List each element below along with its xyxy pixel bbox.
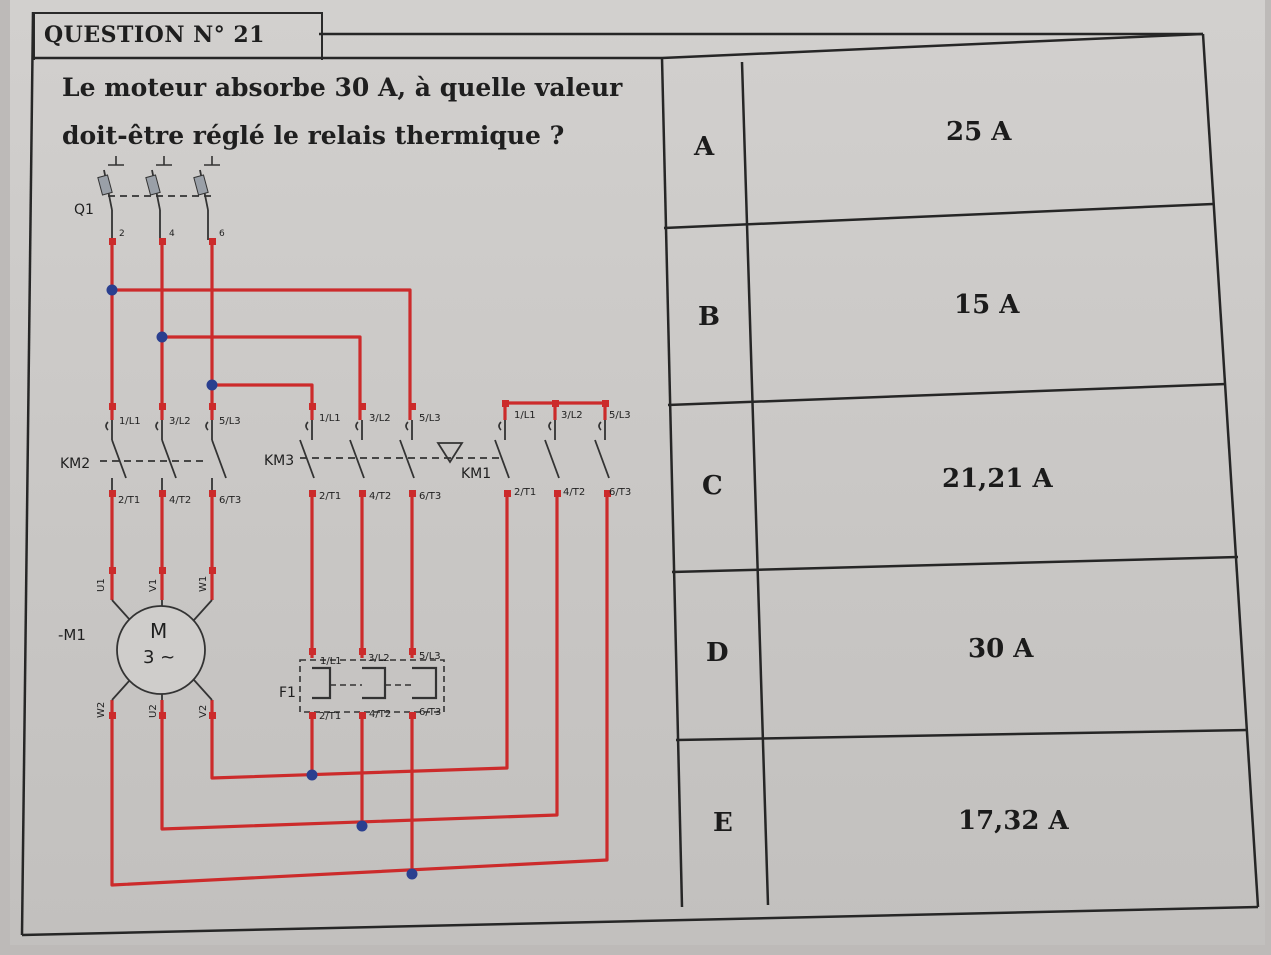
motor-phase-label: 3 ~ <box>143 647 175 668</box>
terminal-label: 5/L3 <box>419 651 441 662</box>
terminal-label: 5/L3 <box>419 413 441 424</box>
answer-letter-a: A <box>694 132 715 162</box>
motor-winding-label: U2 <box>148 704 159 718</box>
terminal-label: 2/T1 <box>319 491 341 502</box>
answer-value-a[interactable]: 25 A <box>946 117 1012 147</box>
answer-value-c[interactable]: 21,21 A <box>942 464 1053 494</box>
f1-label: F1 <box>279 685 296 701</box>
m1-label: -M1 <box>58 626 86 644</box>
terminal-label: 3/L2 <box>368 653 390 664</box>
terminal-label: 2/T1 <box>514 487 536 498</box>
answer-value-e[interactable]: 17,32 A <box>958 806 1069 836</box>
terminal-label: 3/L2 <box>169 416 191 427</box>
question-number: QUESTION N° 21 <box>44 22 265 48</box>
answer-letter-b: B <box>698 302 720 332</box>
terminal-label: 6/T3 <box>419 707 441 718</box>
question-header-box <box>33 12 323 60</box>
paper-sheet <box>10 0 1265 945</box>
terminal-label: 4/T2 <box>169 495 191 506</box>
motor-winding-label: W1 <box>198 576 209 592</box>
terminal-label: 4/T2 <box>369 709 391 720</box>
terminal-label: 1/L1 <box>514 410 536 421</box>
terminal-label: 4/T2 <box>369 491 391 502</box>
answer-letter-d: D <box>706 638 729 668</box>
answer-letter-c: C <box>702 471 723 501</box>
motor-winding-label: V1 <box>148 579 159 592</box>
km1-label: KM1 <box>461 466 491 482</box>
terminal-label: 1/L1 <box>319 413 341 424</box>
answer-table <box>20 11 1260 937</box>
terminal-label: 4/T2 <box>563 487 585 498</box>
terminal-label: 6/T3 <box>219 495 241 506</box>
terminal-label: 5/L3 <box>609 410 631 421</box>
terminal-label: 5/L3 <box>219 416 241 427</box>
terminal-label: 6/T3 <box>419 491 441 502</box>
terminal-label: 2/T1 <box>118 495 140 506</box>
q1-label: Q1 <box>74 202 94 218</box>
motor-winding-label: W2 <box>96 702 107 718</box>
circuit-diagram: Q1 2 4 6 1/L1 3/L2 5/L3 1/L1 3/L2 5/L3 1… <box>58 156 631 887</box>
terminal-label: 2/T1 <box>319 711 341 722</box>
q1-terminal: 4 <box>169 229 175 239</box>
answer-value-b[interactable]: 15 A <box>954 290 1020 320</box>
question-text: Le moteur absorbe 30 A, à quelle valeur … <box>62 73 623 150</box>
motor-winding-label: V2 <box>198 705 209 718</box>
terminal-label: 3/L2 <box>561 410 583 421</box>
q1-terminal: 6 <box>219 229 225 239</box>
terminal-label: 1/L1 <box>320 656 342 667</box>
answer-value-d[interactable]: 30 A <box>968 634 1034 664</box>
answer-letter-e: E <box>713 808 733 838</box>
terminal-label: 1/L1 <box>119 416 141 427</box>
km2-label: KM2 <box>60 456 90 472</box>
km3-label: KM3 <box>264 453 294 469</box>
motor-m-label: M <box>150 619 167 643</box>
motor-winding-label: U1 <box>96 578 107 592</box>
terminal-label: 3/L2 <box>369 413 391 424</box>
terminal-label: 6/T3 <box>609 487 631 498</box>
q1-terminal: 2 <box>119 229 125 239</box>
